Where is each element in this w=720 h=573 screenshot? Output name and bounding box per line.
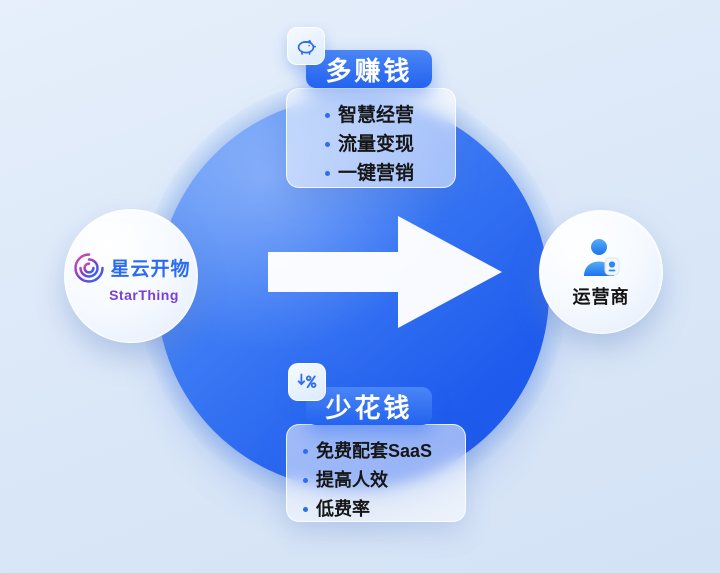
list-item: 流量变现 <box>325 130 449 159</box>
list-item: 提高人效 <box>303 466 461 495</box>
list-item-label: 低费率 <box>316 499 370 519</box>
list-item: 免费配套SaaS <box>303 437 461 466</box>
starthing-logo-icon <box>74 252 105 283</box>
piggy-bank-icon <box>287 27 325 65</box>
bullet-dot <box>303 507 308 512</box>
person-badge-icon <box>604 257 620 275</box>
list-item-label: 智慧经营 <box>338 105 415 126</box>
spend-less-title: 少花钱 <box>306 387 432 425</box>
earn-more-title: 多赚钱 <box>306 50 432 88</box>
operator-node: 运营商 <box>539 210 663 334</box>
list-item-label: 一键营销 <box>338 163 415 184</box>
list-item: 低费率 <box>303 495 461 524</box>
earn-more-panel: 智慧经营 流量变现 一键营销 <box>286 88 456 188</box>
brand-lockup: 星云开物 <box>71 250 190 286</box>
earn-more-list: 智慧经营 流量变现 一键营销 <box>325 101 449 188</box>
spend-less-panel: 免费配套SaaS 提高人效 低费率 <box>286 424 466 522</box>
discount-down-icon <box>288 363 326 401</box>
list-item-label: 免费配套SaaS <box>316 441 433 461</box>
spend-less-list: 免费配套SaaS 提高人效 低费率 <box>303 437 461 524</box>
bullet-dot <box>325 142 330 147</box>
list-item: 智慧经营 <box>325 101 449 130</box>
bullet-dot <box>303 478 308 483</box>
bullet-dot <box>303 449 308 454</box>
bullet-dot <box>325 171 330 176</box>
brand-name: 星云开物 <box>110 259 191 280</box>
list-item-label: 流量变现 <box>338 134 415 155</box>
bullet-dot <box>325 113 330 118</box>
brand-node: 星云开物 StarThing <box>64 209 198 343</box>
brand-subtitle: StarThing <box>109 286 179 303</box>
person-icon <box>584 238 620 276</box>
operator-label: 运营商 <box>572 286 630 307</box>
list-item-label: 提高人效 <box>316 470 388 490</box>
list-item: 一键营销 <box>325 159 449 188</box>
